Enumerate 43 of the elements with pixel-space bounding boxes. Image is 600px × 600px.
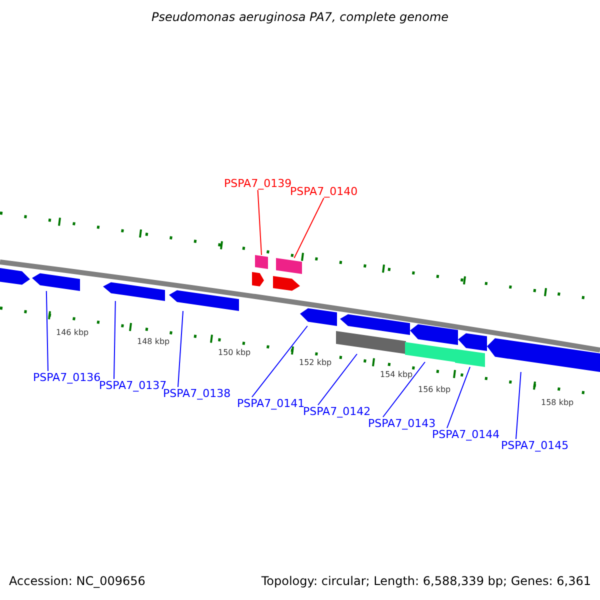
gene-block (273, 276, 300, 292)
gene-block (340, 313, 410, 335)
leader-line (252, 326, 308, 398)
gene-label: PSPA7_0144 (432, 428, 500, 441)
gene-block (300, 307, 337, 326)
gene-bar (255, 255, 268, 269)
gene-label: PSPA7_0142 (303, 405, 371, 418)
scale-label: 156 kbp (418, 385, 451, 394)
gene-label: PSPA7_0140 (290, 185, 358, 198)
gene-block (169, 289, 239, 311)
gene-block (103, 281, 165, 301)
gene-block (487, 337, 600, 372)
gene-bar (276, 258, 302, 274)
gene-label: PSPA7_0136 (33, 371, 101, 384)
diagram-title: Pseudomonas aeruginosa PA7, complete genome (150, 10, 450, 24)
leader-line (294, 198, 324, 258)
leader-line (257, 190, 262, 256)
leader-line (114, 300, 116, 380)
scale-label: 154 kbp (380, 370, 413, 379)
scale-label: 158 kbp (541, 398, 574, 407)
leader-line (516, 372, 522, 440)
gene-bar (336, 331, 406, 354)
leader-line (178, 310, 184, 388)
gene-block (252, 272, 264, 287)
gene-block (0, 268, 30, 286)
gene-label: PSPA7_0139 (224, 177, 292, 190)
gene-label: PSPA7_0143 (368, 417, 436, 430)
gene-label: PSPA7_0145 (501, 439, 569, 452)
leader-line (318, 354, 358, 406)
gene-bar (455, 349, 485, 367)
leader-line (382, 362, 426, 418)
accession-text: Accession: NC_009656 (9, 574, 146, 588)
leader-line (446, 366, 470, 428)
scale-label: 146 kbp (56, 328, 89, 337)
leader-line (46, 290, 48, 372)
gene-block (32, 272, 80, 291)
scale-label: 148 kbp (137, 337, 170, 346)
scale-label: 150 kbp (218, 348, 251, 357)
gene-label: PSPA7_0141 (237, 397, 305, 410)
gene-block (458, 332, 487, 351)
genome-summary: Topology: circular; Length: 6,588,339 bp; Genes: 6,361 (261, 574, 591, 588)
gene-bar (405, 342, 455, 362)
scale-label: 152 kbp (299, 358, 332, 367)
